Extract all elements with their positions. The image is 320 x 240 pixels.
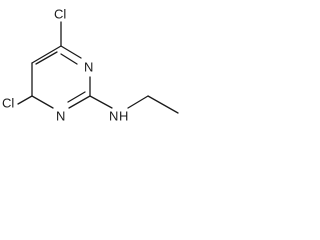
bond-c4-c5-double [35,51,58,65]
atom-n-ring-top: N [84,60,93,75]
pyrimidine-ring [31,45,91,109]
bond-ch2-ch3 [147,95,179,114]
chemical-structure-diagram: Cl N N Cl N H [2,7,179,124]
atom-labels: Cl N N Cl N H [2,7,128,124]
bond-nh-ch2 [127,95,149,109]
atom-nh-n: N [109,109,118,124]
bond-c6-n1 [31,95,54,109]
atom-n-ring-bottom: N [56,109,65,124]
atom-cl-top: Cl [54,7,66,22]
atom-nh-h: H [119,109,128,124]
bond-n1-c2 [68,95,91,109]
bond-n3-c4-double [60,53,78,65]
bond-n1-c2-double [67,91,86,103]
bond-n3-c4 [60,45,82,59]
atom-cl-bottom: Cl [2,96,14,111]
bond-c4-c5 [31,45,62,64]
bond-c6-cl [17,95,33,105]
bond-c2-nh [89,95,113,109]
substituents [17,21,179,114]
